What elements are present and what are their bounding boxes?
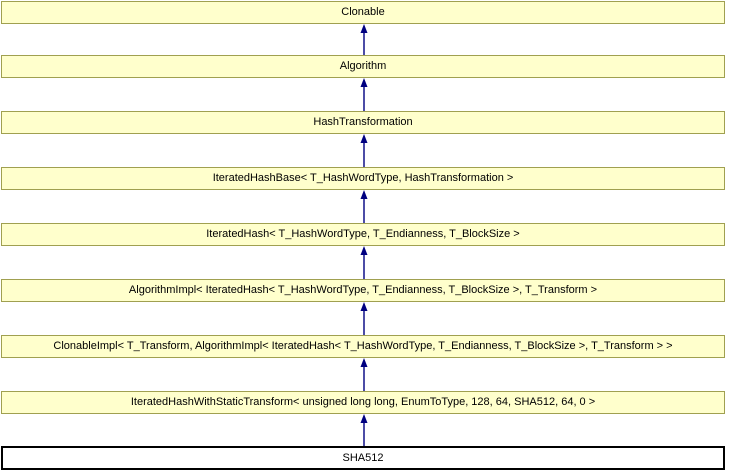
inheritance-arrow bbox=[360, 302, 368, 335]
class-node-clonableimpl[interactable]: ClonableImpl< T_Transform, AlgorithmImpl… bbox=[1, 335, 725, 358]
class-node-algorithm[interactable]: Algorithm bbox=[1, 55, 725, 78]
inheritance-arrow bbox=[360, 134, 368, 167]
class-node-iteratedhashbase[interactable]: IteratedHashBase< T_HashWordType, HashTr… bbox=[1, 167, 725, 190]
class-node-hashtransformation[interactable]: HashTransformation bbox=[1, 111, 725, 134]
inheritance-arrow bbox=[360, 358, 368, 391]
class-node-iteratedhash[interactable]: IteratedHash< T_HashWordType, T_Endianne… bbox=[1, 223, 725, 246]
inheritance-arrow bbox=[360, 190, 368, 223]
inheritance-arrow bbox=[360, 24, 368, 55]
class-node-iteratedhashwithstatictransform[interactable]: IteratedHashWithStaticTransform< unsigne… bbox=[1, 391, 725, 414]
inheritance-arrow bbox=[360, 246, 368, 279]
inheritance-arrow bbox=[360, 78, 368, 111]
class-node-clonable[interactable]: Clonable bbox=[1, 1, 725, 24]
class-node-sha512-current: SHA512 bbox=[1, 446, 725, 470]
inheritance-arrow bbox=[360, 414, 368, 446]
class-node-algorithmimpl[interactable]: AlgorithmImpl< IteratedHash< T_HashWordT… bbox=[1, 279, 725, 302]
